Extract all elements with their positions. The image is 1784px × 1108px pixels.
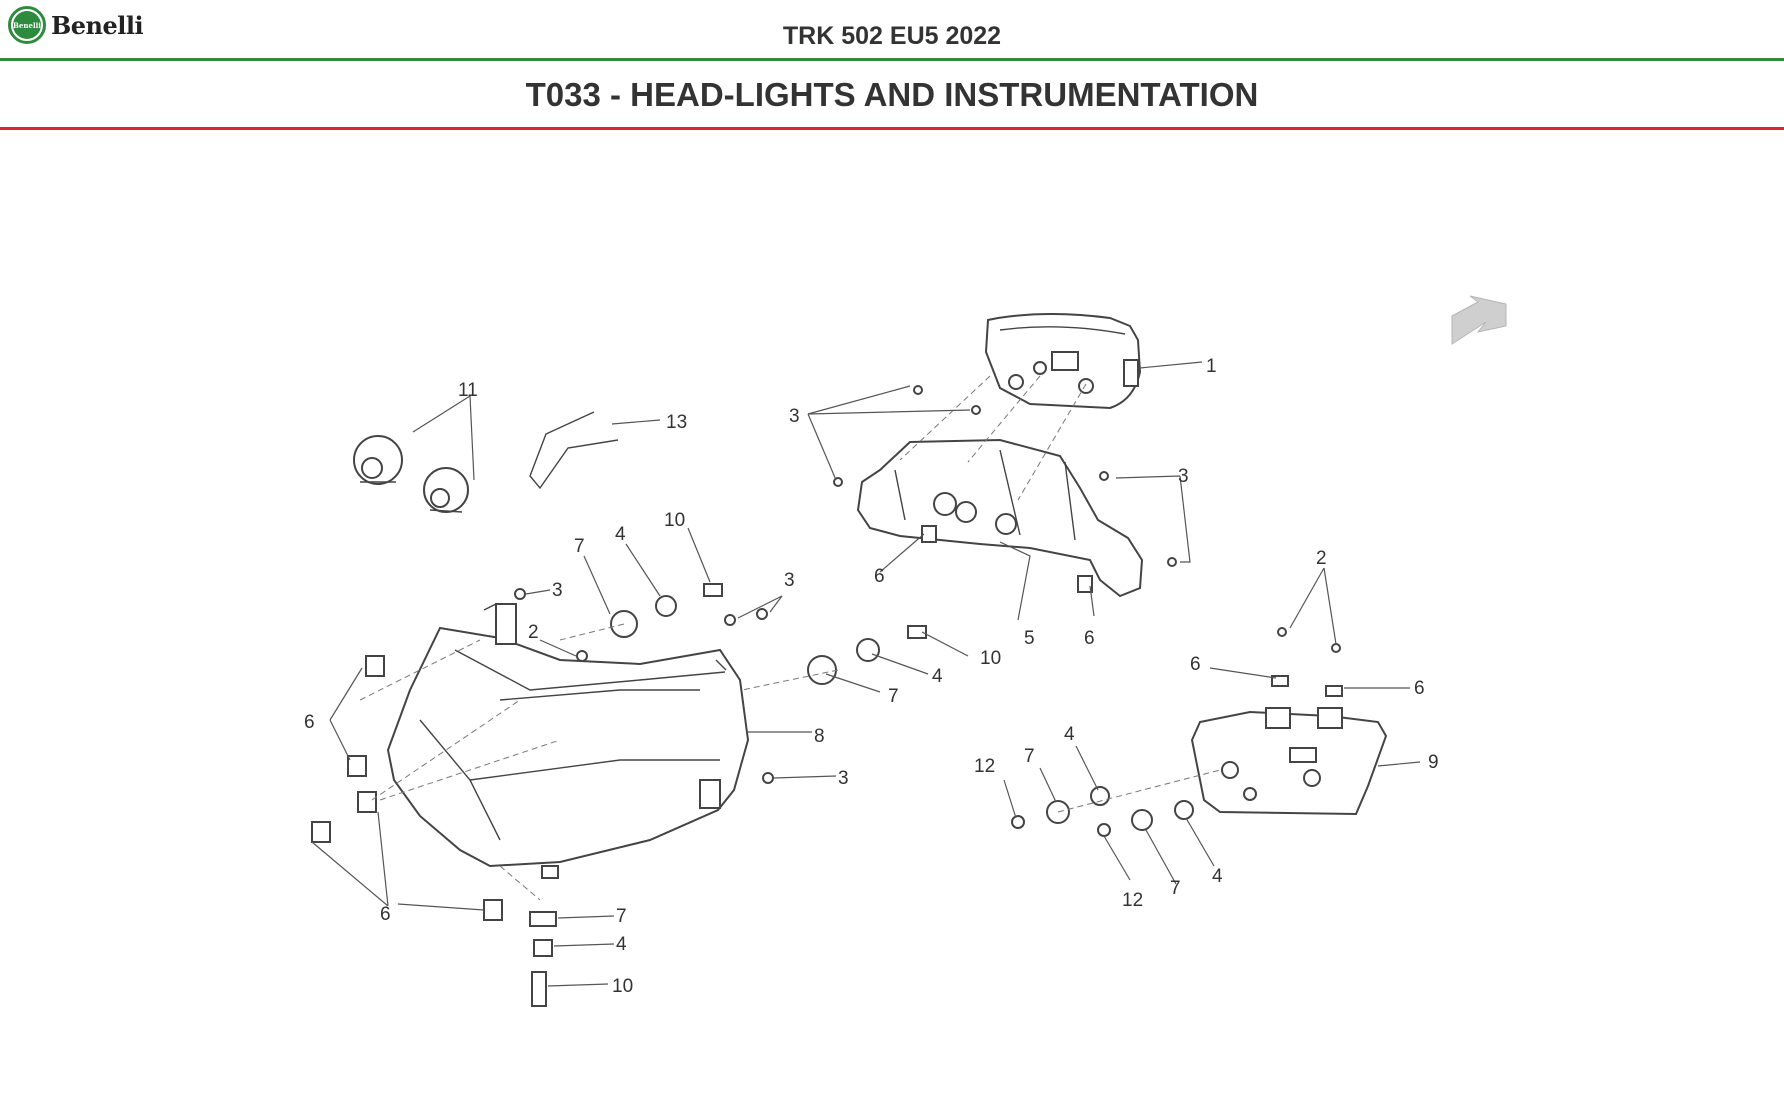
headlight-bulbs <box>353 435 469 513</box>
instrument-cluster <box>984 313 1142 410</box>
callout-3: 3 <box>838 768 849 789</box>
callout-numbers: 1 3 3 11 13 10 4 7 3 3 2 6 6 10 4 7 5 6 … <box>304 356 1439 997</box>
meter-bracket <box>856 438 1144 598</box>
header-divider-red <box>0 127 1784 130</box>
leader-lines <box>311 361 1421 987</box>
callout-4: 4 <box>1064 724 1075 745</box>
callout-2: 2 <box>528 622 539 643</box>
next-page-arrow-icon[interactable] <box>1451 295 1507 345</box>
callout-5: 5 <box>1024 628 1035 649</box>
bulb-wire <box>529 411 619 490</box>
callout-6: 6 <box>1084 628 1095 649</box>
callout-7: 7 <box>616 906 627 927</box>
callout-7: 7 <box>574 536 585 557</box>
callout-6: 6 <box>874 566 885 587</box>
callout-7: 7 <box>888 686 899 707</box>
callout-12: 12 <box>1122 890 1143 911</box>
callout-2: 2 <box>1316 548 1327 569</box>
callout-4: 4 <box>932 666 943 687</box>
callout-11: 11 <box>458 380 478 401</box>
callout-6: 6 <box>1190 654 1201 675</box>
hardware-parts <box>311 385 1343 1007</box>
benelli-badge-icon: Benelli <box>8 6 46 44</box>
callout-10: 10 <box>612 976 633 997</box>
callout-1: 1 <box>1206 356 1217 377</box>
callout-13: 13 <box>666 412 687 433</box>
callout-3: 3 <box>789 406 800 427</box>
callout-6: 6 <box>304 712 315 733</box>
alignment-lines <box>359 375 1221 901</box>
callout-4: 4 <box>616 934 627 955</box>
callout-6: 6 <box>1414 678 1425 699</box>
relay-housing <box>1190 707 1388 816</box>
callout-10: 10 <box>664 510 685 531</box>
callout-12: 12 <box>974 756 995 777</box>
callout-4: 4 <box>615 524 626 545</box>
page-header: Benelli Benelli TRK 502 EU5 2022 <box>0 0 1784 60</box>
callout-7: 7 <box>1024 746 1035 767</box>
callout-9: 9 <box>1428 752 1439 773</box>
callout-6: 6 <box>380 904 391 925</box>
callout-8: 8 <box>814 726 825 747</box>
callout-7: 7 <box>1170 878 1181 899</box>
headlight-assembly <box>386 602 750 879</box>
callout-3: 3 <box>1178 466 1189 487</box>
callout-10: 10 <box>980 648 1001 669</box>
logo-badge-label: Benelli <box>13 11 41 39</box>
model-title: TRK 502 EU5 2022 <box>782 22 1002 50</box>
callout-4: 4 <box>1212 866 1223 887</box>
header-divider-green <box>0 58 1784 61</box>
benelli-logo: Benelli Benelli <box>8 6 144 44</box>
callout-3: 3 <box>552 580 563 601</box>
callout-3: 3 <box>784 570 795 591</box>
section-title: T033 - HEAD-LIGHTS AND INSTRUMENTATION <box>525 76 1259 113</box>
logo-text: Benelli <box>51 10 144 40</box>
